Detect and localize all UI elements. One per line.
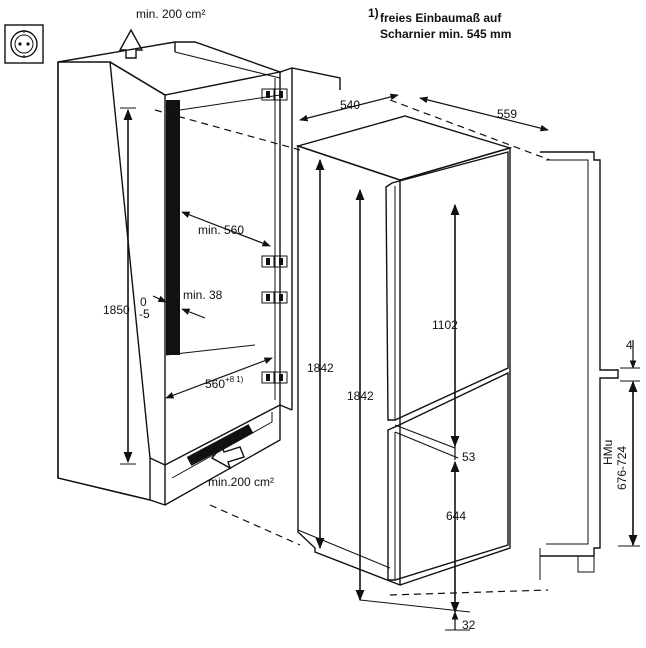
niche-back-strip [166, 100, 180, 355]
niche-depth-tol: +8 [225, 375, 235, 384]
door-gap-dimension [394, 431, 459, 460]
hinge-icon [261, 255, 288, 268]
footnote-line2: Scharnier min. 545 mm [380, 27, 511, 41]
niche-depth-dimension [165, 357, 273, 399]
hmu-range-label: 676-724 [615, 446, 629, 490]
niche-height-tol-upper: 0 [140, 295, 147, 309]
bottom-vent-arrow-icon [210, 444, 245, 470]
footnote-ref: 1) [368, 6, 379, 20]
niche-gap-label: min. 38 [183, 288, 223, 302]
top-vent-label: min. 200 cm² [136, 7, 205, 21]
bottom-vent-label: min.200 cm² [208, 475, 274, 489]
hinge-icon [261, 291, 288, 304]
footnote-line1: freies Einbaumaß auf [380, 11, 502, 25]
appliance-height-label: 1842 [307, 361, 334, 375]
niche-cabinet [57, 41, 341, 506]
niche-height-dimension [120, 107, 136, 465]
niche-gap-dimension [152, 295, 206, 319]
appliance-width-dimension [419, 96, 549, 132]
lower-door-label: 644 [446, 509, 466, 523]
power-socket-icon [4, 24, 44, 64]
hmu-dimension [618, 380, 640, 547]
side-gap-label: 4 [626, 338, 633, 352]
appliance-depth-label: 540 [340, 98, 360, 112]
hinge-icon [261, 371, 288, 384]
appliance-depth-dimension [299, 93, 399, 122]
hinge-icon [261, 88, 288, 101]
top-vent-arrow-icon [118, 28, 144, 59]
niche-depth-note-ref: 1) [236, 375, 243, 384]
appliance-body [295, 115, 513, 587]
bottom-offset-label: 32 [462, 618, 476, 632]
footnote: 1) freies Einbaumaß auf Scharnier min. 5… [368, 6, 511, 41]
bottom-offset-dimension [359, 599, 471, 631]
side-profile [539, 151, 619, 580]
hmu-label: HMu [601, 440, 615, 465]
niche-height-tol-lower: -5 [139, 307, 150, 321]
appliance-width-label: 559 [497, 107, 517, 121]
door-gap-label: 53 [462, 450, 476, 464]
niche-width-dimension [181, 211, 271, 247]
projection-lines [154, 99, 551, 596]
niche-depth-value: 560 [205, 377, 225, 391]
upper-door-dimension [394, 203, 460, 449]
upper-door-label: 1102 [432, 318, 458, 332]
appliance-front-height-label: 1842 [347, 389, 374, 403]
niche-width-label: min. 560 [198, 223, 244, 237]
niche-height-label: 1850 [103, 303, 130, 317]
